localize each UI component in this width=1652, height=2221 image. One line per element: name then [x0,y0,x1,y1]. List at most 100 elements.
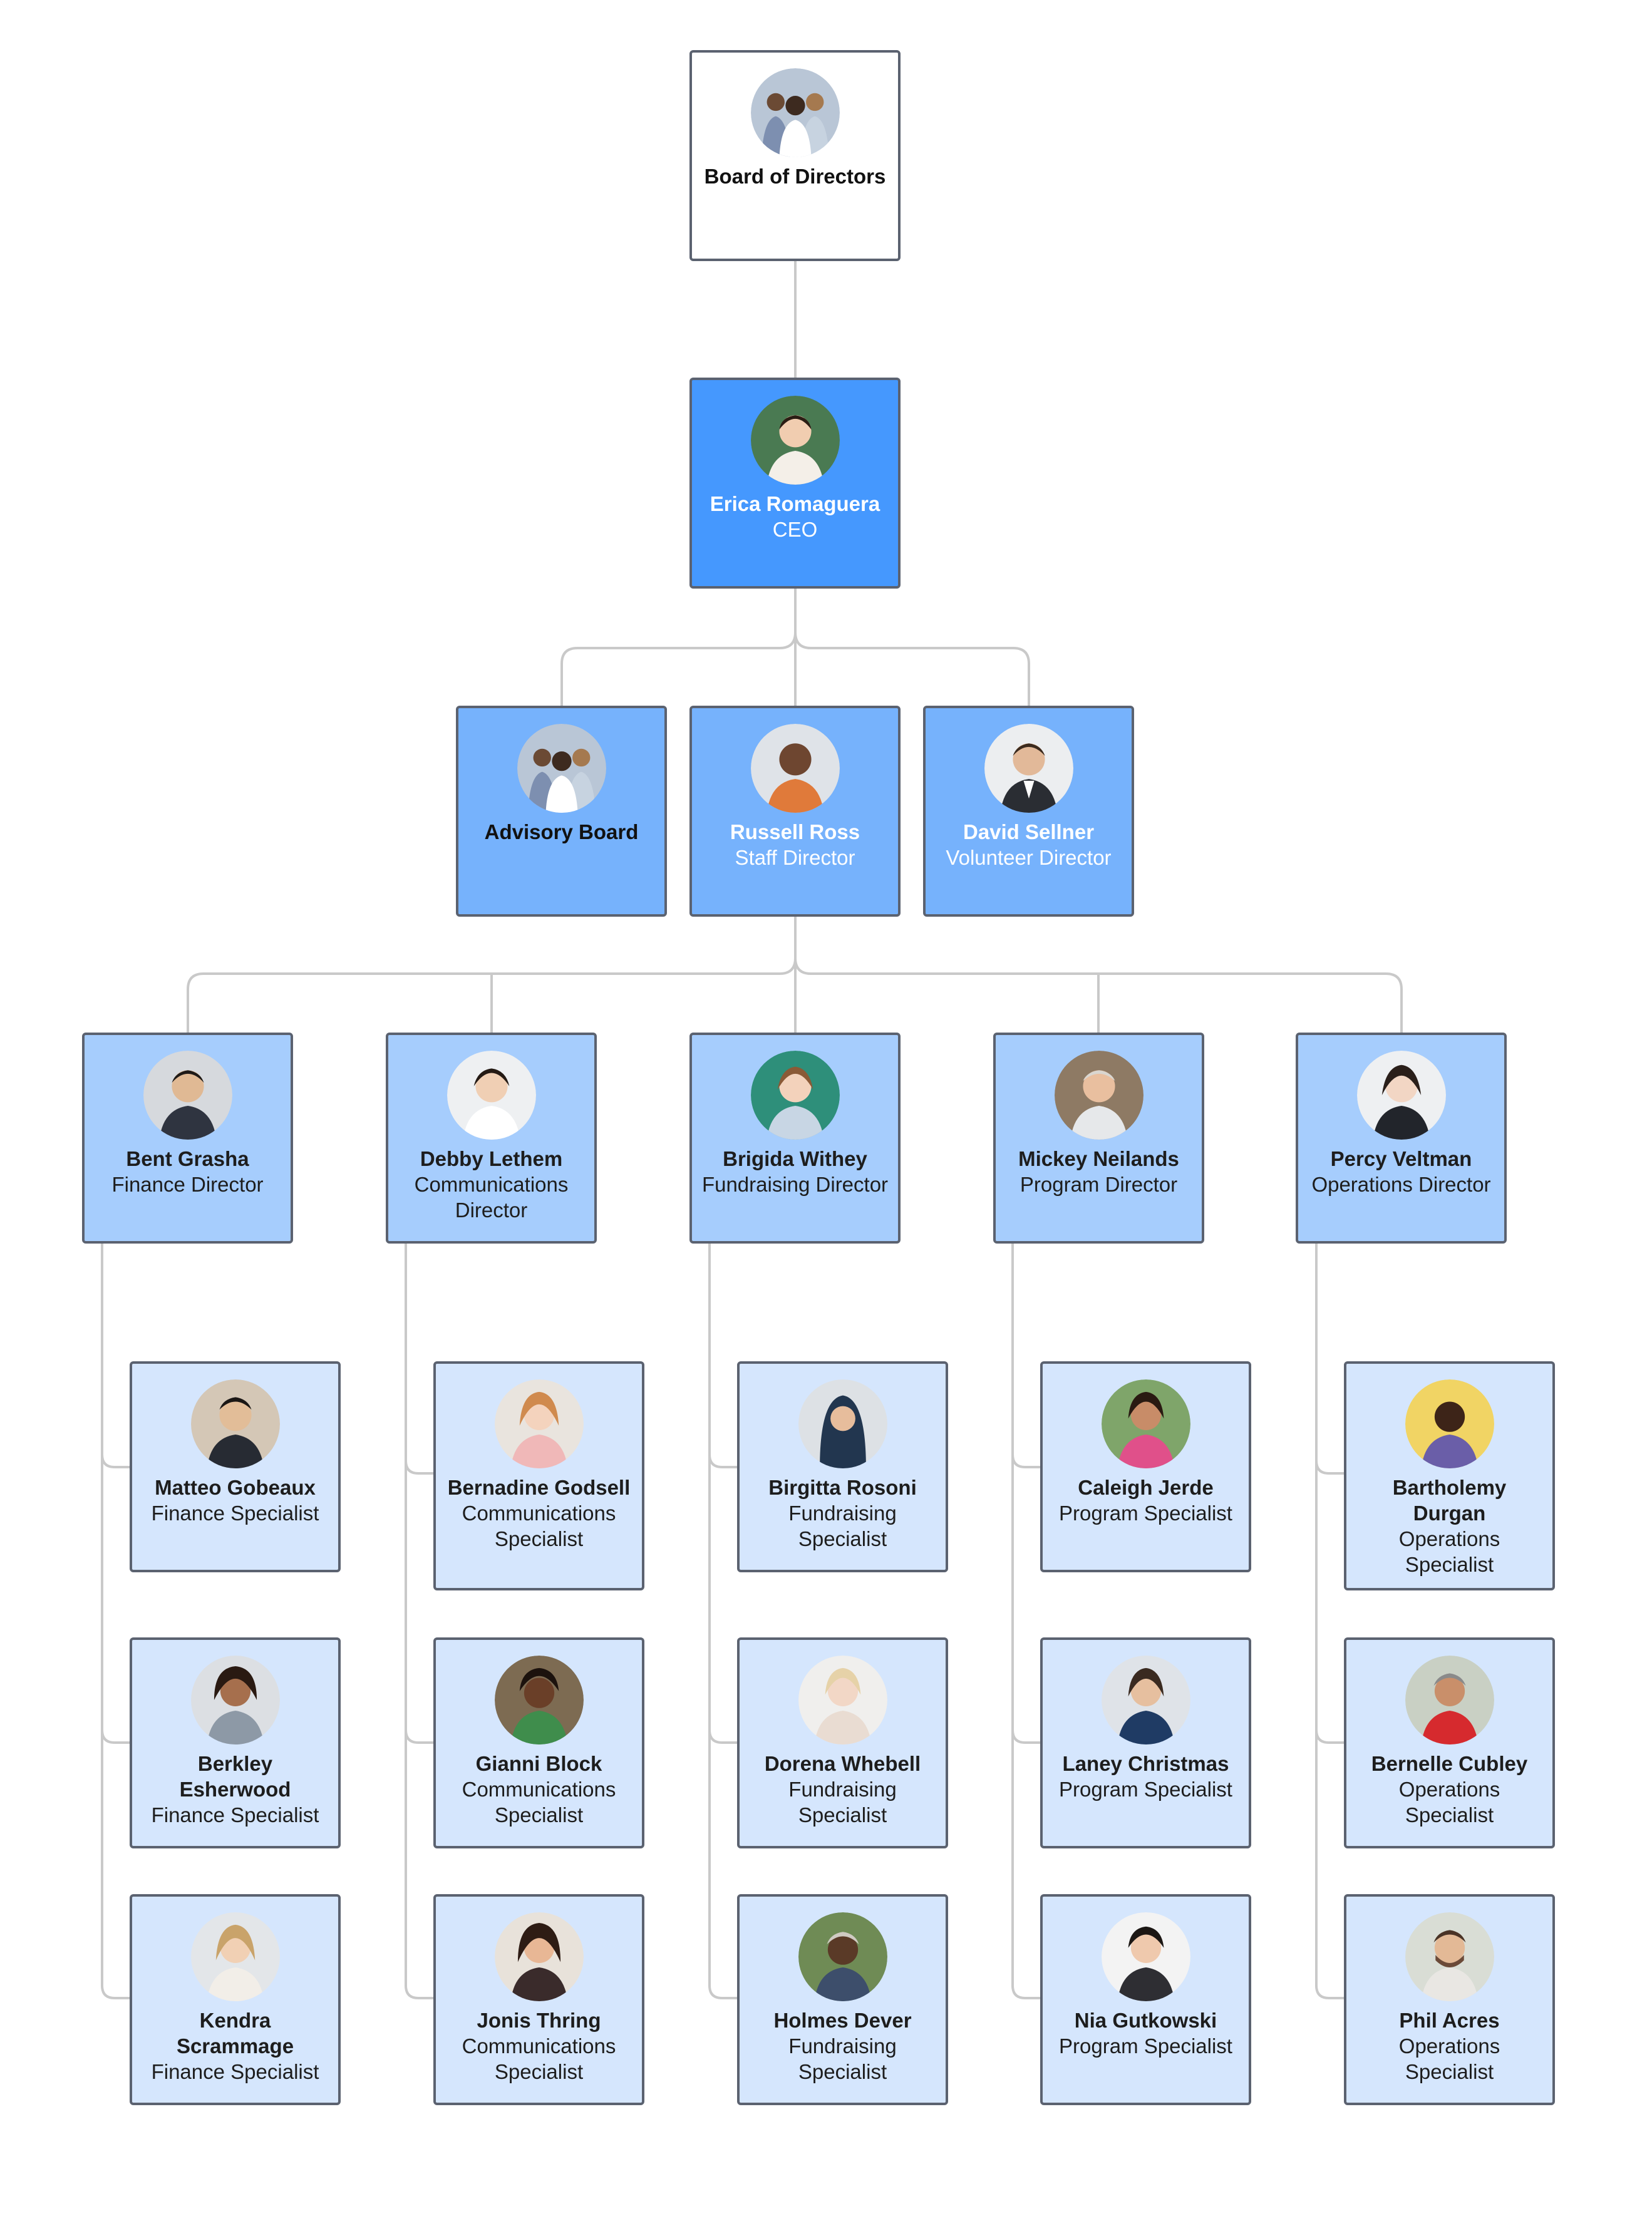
node-advisory-board[interactable]: Advisory Board [456,706,667,917]
staff-director-title: Staff Director [735,846,855,869]
board-name: Board of Directors [704,165,886,188]
avatar [750,396,840,485]
finance-director-title: Finance Director [111,1173,264,1196]
specialist-name: Dorena Whebell [764,1752,921,1775]
specialist-title: Program Specialist [1059,1778,1232,1801]
specialist-title: Finance Specialist [151,1502,319,1525]
specialist-name: Phil Acres [1399,2009,1500,2032]
node-program-specialist-3[interactable]: Nia Gutkowski Program Specialist [1040,1894,1251,2105]
avatar [143,1051,232,1140]
node-finance-director[interactable]: Bent Grasha Finance Director [82,1033,293,1244]
specialist-title: Program Specialist [1059,1502,1232,1525]
node-operations-specialist-2[interactable]: Bernelle Cubley Operations Specialist [1344,1637,1555,1848]
node-fundraising-director[interactable]: Brigida Withey Fundraising Director [689,1033,901,1244]
specialist-name: Birgitta Rosoni [768,1476,917,1499]
communications-director-name: Debby Lethem [420,1147,563,1170]
avatar [494,1912,584,2001]
node-communications-director[interactable]: Debby Lethem Communications Director [386,1033,597,1244]
node-finance-specialist-3[interactable]: Kendra Scrammage Finance Specialist [130,1894,341,2105]
node-communications-specialist-3[interactable]: Jonis Thring Communications Specialist [433,1894,644,2105]
staff-director-name: Russell Ross [730,820,860,843]
group-avatar-icon [517,724,606,813]
node-operations-specialist-3[interactable]: Phil Acres Operations Specialist [1344,1894,1555,2105]
node-fundraising-specialist-1[interactable]: Birgitta Rosoni Fundraising Specialist [737,1361,948,1572]
avatar [1405,1656,1494,1744]
avatar [798,1379,887,1468]
operations-director-title: Operations Director [1311,1173,1491,1196]
operations-director-name: Percy Veltman [1330,1147,1472,1170]
connector-finance-team [101,1242,131,1999]
avatar [798,1912,887,2001]
avatar [1405,1379,1494,1468]
specialist-name: Berkley Esherwood [179,1752,291,1801]
avatar [798,1656,887,1744]
node-fundraising-specialist-2[interactable]: Dorena Whebell Fundraising Specialist [737,1637,948,1848]
specialist-title: Operations Specialist [1398,1778,1500,1827]
specialist-title: Finance Specialist [151,1803,319,1827]
avatar [1101,1656,1190,1744]
avatar [1356,1051,1446,1140]
specialist-title: Operations Specialist [1398,2034,1500,2083]
specialist-name: Kendra Scrammage [176,2009,294,2058]
node-operations-director[interactable]: Percy Veltman Operations Director [1296,1033,1507,1244]
node-board-of-directors[interactable]: Board of Directors [689,50,901,261]
avatar [1405,1912,1494,2001]
connector-communications-team [405,1242,435,1999]
avatar [1054,1051,1143,1140]
node-fundraising-specialist-3[interactable]: Holmes Dever Fundraising Specialist [737,1894,948,2105]
node-volunteer-director[interactable]: David Sellner Volunteer Director [923,706,1134,917]
connector-ceo-level2 [560,587,1030,707]
specialist-name: Laney Christmas [1062,1752,1229,1775]
node-finance-specialist-2[interactable]: Berkley Esherwood Finance Specialist [130,1637,341,1848]
avatar [984,724,1073,813]
specialist-name: Bernadine Godsell [447,1476,631,1499]
connector-fundraising-team [708,1242,738,1999]
node-operations-specialist-1[interactable]: Bartholemy Durgan Operations Specialist [1344,1361,1555,1590]
avatar [750,1051,840,1140]
node-communications-specialist-1[interactable]: Bernadine Godsell Communications Special… [433,1361,644,1590]
node-program-specialist-2[interactable]: Laney Christmas Program Specialist [1040,1637,1251,1848]
specialist-title: Communications Specialist [462,1778,616,1827]
specialist-name: Bernelle Cubley [1371,1752,1528,1775]
specialist-name: Caleigh Jerde [1078,1476,1214,1499]
specialist-title: Fundraising Specialist [788,2034,897,2083]
specialist-title: Fundraising Specialist [788,1778,897,1827]
specialist-name: Bartholemy Durgan [1392,1476,1507,1525]
connector-program-team [1011,1242,1041,1999]
fundraising-director-title: Fundraising Director [701,1173,889,1196]
avatar [447,1051,536,1140]
group-avatar-icon [750,68,840,157]
avatar [494,1379,584,1468]
volunteer-director-name: David Sellner [963,820,1095,843]
avatar [750,724,840,813]
specialist-name: Holmes Dever [773,2009,912,2032]
avatar [1101,1379,1190,1468]
specialist-title: Communications Specialist [462,2034,616,2083]
specialist-title: Fundraising Specialist [788,1502,897,1550]
finance-director-name: Bent Grasha [126,1147,249,1170]
avatar [494,1656,584,1744]
node-communications-specialist-2[interactable]: Gianni Block Communications Specialist [433,1637,644,1848]
node-ceo[interactable]: Erica Romaguera CEO [689,378,901,589]
connector-operations-team [1315,1242,1345,1999]
connector-staff-directors [187,915,1403,1034]
node-finance-specialist-1[interactable]: Matteo Gobeaux Finance Specialist [130,1361,341,1572]
ceo-name: Erica Romaguera [710,492,880,515]
node-program-director[interactable]: Mickey Neilands Program Director [993,1033,1204,1244]
program-director-name: Mickey Neilands [1018,1147,1179,1170]
avatar [190,1379,280,1468]
specialist-name: Nia Gutkowski [1074,2009,1217,2032]
node-program-specialist-1[interactable]: Caleigh Jerde Program Specialist [1040,1361,1251,1572]
advisory-board-name: Advisory Board [484,820,639,843]
fundraising-director-name: Brigida Withey [723,1147,867,1170]
specialist-title: Operations Specialist [1398,1527,1500,1576]
avatar [1101,1912,1190,2001]
node-staff-director[interactable]: Russell Ross Staff Director [689,706,901,917]
ceo-title: CEO [772,518,818,541]
program-director-title: Program Director [1020,1173,1178,1196]
avatar [190,1656,280,1744]
specialist-name: Jonis Thring [477,2009,601,2032]
specialist-title: Program Specialist [1059,2034,1232,2058]
specialist-title: Finance Specialist [151,2060,319,2083]
